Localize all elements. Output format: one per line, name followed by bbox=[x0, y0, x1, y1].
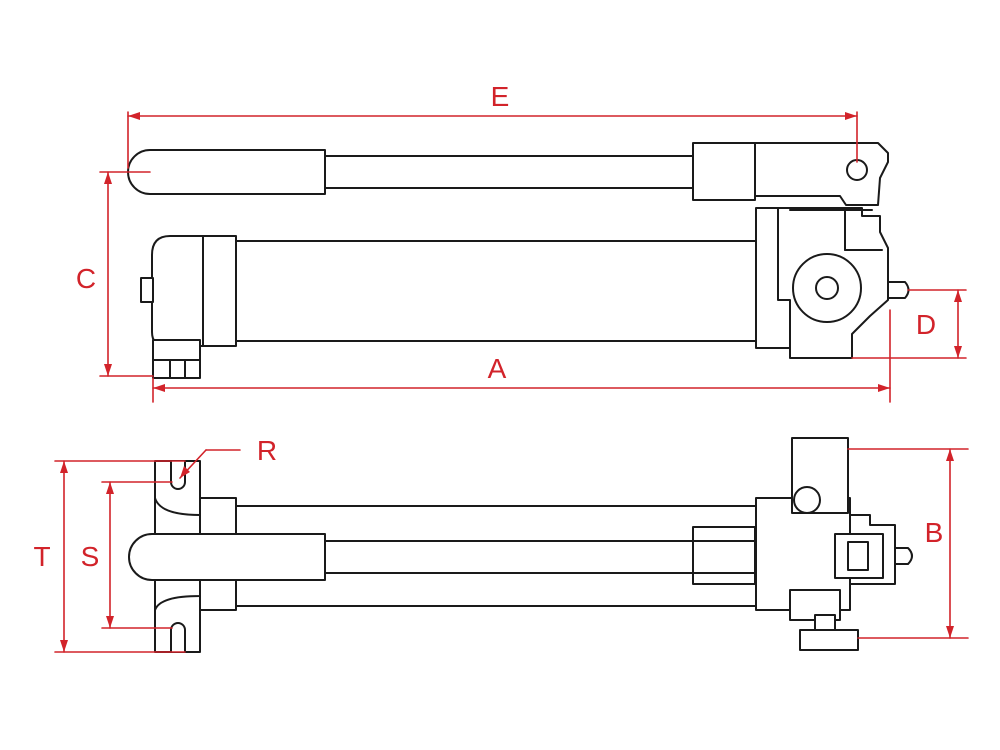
lever-head bbox=[754, 142, 889, 206]
release-valve-nipple bbox=[887, 281, 910, 299]
top-view-handle bbox=[128, 526, 756, 585]
pressure-port-fitting bbox=[789, 589, 841, 621]
dim-s-arrowhead bbox=[106, 482, 114, 494]
dim-s-arrowhead bbox=[106, 616, 114, 628]
dim-c-label: C bbox=[76, 263, 96, 294]
filler-plug bbox=[140, 277, 154, 303]
top-view-dimensions: R T S B bbox=[33, 435, 969, 653]
side-view-handle-lever bbox=[127, 142, 889, 206]
handle-bar bbox=[324, 155, 694, 189]
pump-plunger-cap bbox=[793, 486, 821, 514]
handle-grip bbox=[127, 149, 326, 195]
handle-grip bbox=[128, 533, 326, 581]
lever-pivot-pin bbox=[846, 159, 868, 181]
dim-c-arrowhead bbox=[104, 364, 112, 376]
dim-e-label: E bbox=[491, 81, 510, 112]
pressure-port-thread bbox=[814, 614, 836, 632]
dim-r-label: R bbox=[257, 435, 277, 466]
mounting-slot-bottom bbox=[170, 622, 186, 652]
top-view: R T S B bbox=[33, 435, 969, 653]
dim-b-arrowhead bbox=[946, 449, 954, 461]
dim-c-arrowhead bbox=[104, 172, 112, 184]
end-cap-flange bbox=[202, 235, 237, 347]
dim-t-label: T bbox=[33, 541, 50, 572]
dim-r-arrowhead bbox=[180, 466, 190, 478]
dim-t-arrowhead bbox=[60, 461, 68, 473]
dim-b-label: B bbox=[925, 517, 944, 548]
dim-e-arrowhead bbox=[128, 112, 140, 120]
side-view: E C A D bbox=[76, 81, 967, 403]
dim-a-arrowhead bbox=[153, 384, 165, 392]
side-view-pump-body bbox=[140, 207, 910, 379]
release-valve-nipple bbox=[894, 547, 913, 565]
handle-socket bbox=[692, 142, 756, 201]
dim-d-arrowhead bbox=[954, 346, 962, 358]
handle-socket bbox=[692, 526, 756, 585]
dim-a-arrowhead bbox=[878, 384, 890, 392]
dim-e-arrowhead bbox=[845, 112, 857, 120]
dim-a-label: A bbox=[488, 353, 507, 384]
pressure-port-base bbox=[799, 629, 859, 651]
reservoir-tube bbox=[234, 240, 759, 342]
release-valve-knob-inner bbox=[847, 541, 869, 571]
side-view-dimensions: E C A D bbox=[76, 81, 967, 403]
dim-d-arrowhead bbox=[954, 290, 962, 302]
pressure-port-bore bbox=[815, 276, 839, 300]
dim-d-label: D bbox=[916, 309, 936, 340]
dim-s-label: S bbox=[81, 541, 100, 572]
handle-bar bbox=[324, 540, 694, 574]
reservoir-end-cap bbox=[151, 235, 204, 347]
dim-b-arrowhead bbox=[946, 626, 954, 638]
dim-t-arrowhead bbox=[60, 640, 68, 652]
